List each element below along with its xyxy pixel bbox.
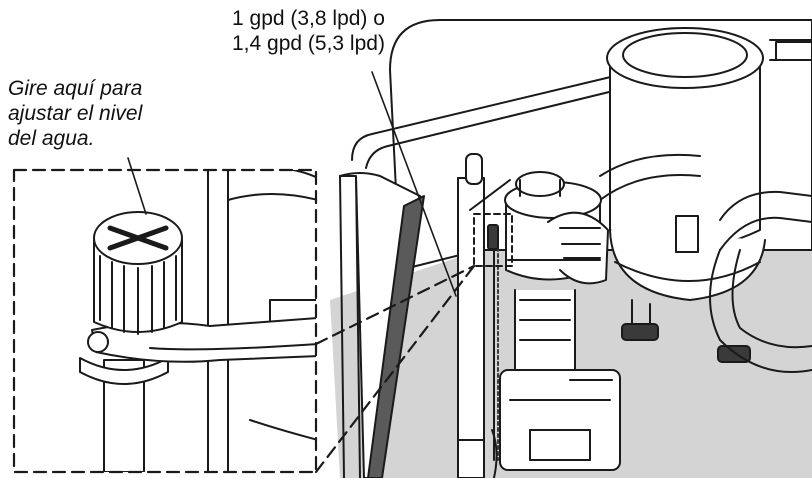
- leader-lines: [127, 71, 457, 297]
- flow-rate-line-2: 1,4 gpd (5,3 lpd): [232, 32, 385, 55]
- adjust-line-2: ajustar el nivel: [8, 102, 143, 125]
- adjust-water-level-callout: Gire aquí para ajustar el nivel del agua…: [8, 76, 142, 151]
- tank-rim-inner: [365, 81, 651, 169]
- adjust-line-1: Gire aquí para: [8, 77, 143, 100]
- toilet-tank-scene: [330, 19, 812, 478]
- refill-hose: [599, 153, 812, 373]
- detail-marker-box: [473, 213, 513, 267]
- leader-flow: [371, 71, 457, 297]
- detail-inset: [12, 168, 318, 474]
- fill-valve: [457, 153, 621, 478]
- flow-rate-callout: 1 gpd (3,8 lpd) o 1,4 gpd (5,3 lpd): [232, 6, 385, 56]
- adjustment-knob: [93, 211, 183, 335]
- leader-adjust: [127, 157, 147, 215]
- flow-rate-line-1: 1 gpd (3,8 lpd) o: [232, 7, 385, 30]
- inset-connectors: [314, 264, 476, 474]
- detail-inset-frame: [12, 168, 318, 474]
- tank-rim: [351, 69, 641, 161]
- tank-side-wall: [339, 175, 345, 478]
- adjust-line-3: del agua.: [8, 127, 95, 150]
